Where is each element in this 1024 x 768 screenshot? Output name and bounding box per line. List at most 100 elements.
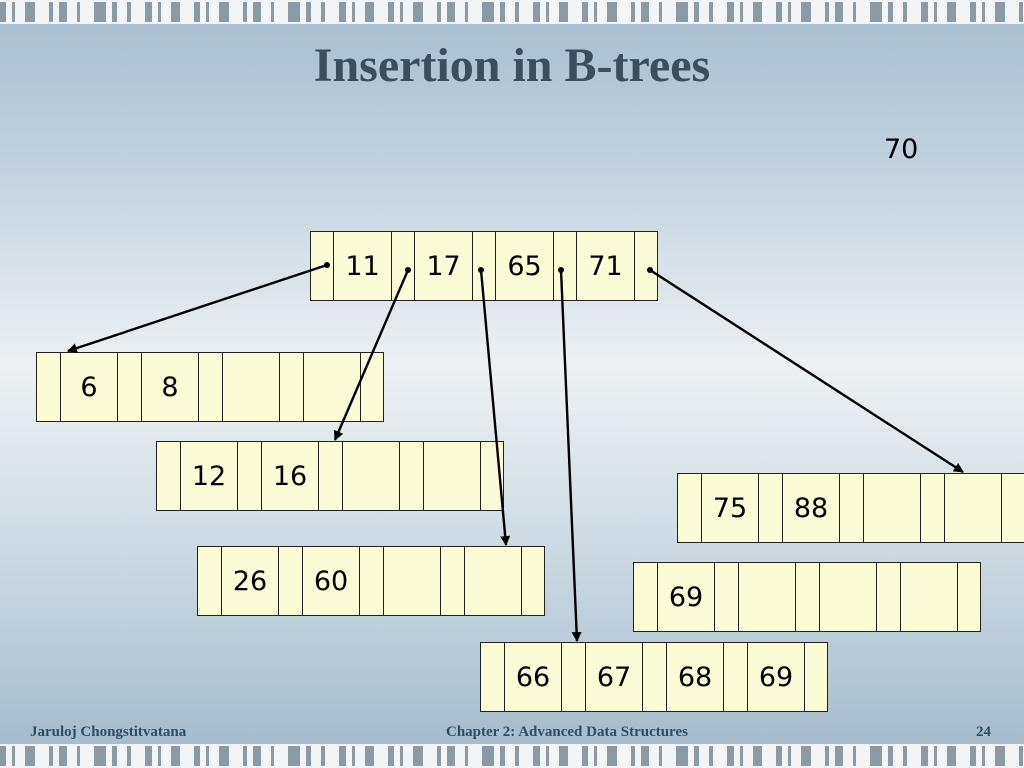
stripe-bar (631, 2, 635, 22)
stripe-bar (594, 2, 597, 22)
stripe-bar (934, 746, 937, 766)
stripe-bar (641, 746, 649, 766)
pointer-cell (635, 232, 658, 300)
stripe-bar (206, 2, 209, 22)
footer-chapter: Chapter 2: Advanced Data Structures (446, 724, 688, 740)
stripe-bar (145, 2, 152, 22)
stripe-bar (788, 2, 791, 22)
stripe-bar (546, 746, 549, 766)
pointer-cell (361, 353, 385, 421)
top-decorative-stripe (0, 0, 1024, 24)
stripe-bar (59, 2, 67, 22)
leaf-node-d: 66 67 68 69 (480, 642, 828, 712)
stripe-bar (870, 746, 882, 766)
stripe-bar (801, 2, 811, 22)
pointer-cell (37, 353, 61, 421)
stripe-bar (788, 746, 791, 766)
stripe-bar (388, 746, 394, 766)
stripe-bar (676, 746, 688, 766)
stripe-bar (194, 2, 200, 22)
stripe-bar (365, 746, 374, 766)
stripe-bar (947, 2, 956, 22)
key-cell (901, 563, 958, 631)
stripe-bar (921, 746, 928, 766)
key-cell: 69 (658, 563, 715, 631)
key-cell: 65 (496, 232, 554, 300)
stripe-bar (112, 2, 117, 22)
key-cell: 75 (702, 474, 759, 542)
stripe-bar (413, 2, 423, 22)
stripe-bar (447, 2, 455, 22)
stripe-bar (515, 2, 519, 22)
stripe-bar (835, 746, 843, 766)
stripe-bar (339, 2, 346, 22)
stripe-bar (194, 746, 200, 766)
stripe-bar (321, 746, 325, 766)
pointer-cell (840, 474, 864, 542)
inserting-key: 70 (884, 134, 919, 165)
stripe-bar (740, 746, 743, 766)
stripe-bar (145, 746, 152, 766)
pointer-cell (319, 442, 343, 510)
key-cell (465, 547, 522, 615)
stripe-bar (870, 2, 882, 22)
pointer-cell (118, 353, 142, 421)
footer-page-number: 24 (976, 724, 991, 740)
stripe-bar (94, 746, 106, 766)
pointer-cell (1002, 474, 1024, 542)
stripe-bar (253, 746, 261, 766)
stripe-bar (77, 2, 80, 22)
stripe-bar (12, 2, 15, 22)
root-node: 11 17 65 71 (310, 231, 658, 301)
key-cell (424, 442, 481, 510)
stripe-bar (465, 2, 468, 22)
key-cell: 67 (586, 643, 643, 711)
stripe-bar (982, 2, 985, 22)
key-cell: 26 (222, 547, 279, 615)
stripe-bar (659, 2, 662, 22)
pointer-cell (724, 643, 748, 711)
key-cell (343, 442, 400, 510)
stripe-bar (158, 746, 161, 766)
key-cell: 12 (181, 442, 238, 510)
stripe-bar (776, 2, 782, 22)
stripe-bar (835, 2, 843, 22)
stripe-bar (465, 746, 468, 766)
stripe-bar (253, 2, 261, 22)
stripe-bar (676, 2, 688, 22)
key-cell (304, 353, 361, 421)
stripe-bar (853, 746, 856, 766)
stripe-bar (288, 746, 300, 766)
pointer-cell (441, 547, 465, 615)
pointer-cell (481, 643, 505, 711)
stripe-bar (582, 746, 588, 766)
pointer-cell (279, 547, 303, 615)
stripe-bar (888, 746, 893, 766)
key-cell: 17 (415, 232, 473, 300)
key-cell (739, 563, 796, 631)
stripe-bar (112, 746, 117, 766)
pointer-cell (877, 563, 901, 631)
stripe-bar (594, 746, 597, 766)
stripe-bar (25, 2, 35, 22)
stripe-bar (400, 746, 403, 766)
stripe-bar (339, 746, 346, 766)
stripe-bar (271, 746, 274, 766)
leaf-node-c: 26 60 (197, 546, 545, 616)
stripe-bar (631, 746, 635, 766)
stripe-bar (288, 2, 300, 22)
key-cell (384, 547, 441, 615)
arrow-to-leaf-d (559, 269, 582, 642)
stripe-bar (482, 2, 494, 22)
stripe-bar (753, 2, 762, 22)
stripe-bar (533, 746, 540, 766)
stripe-bar (243, 2, 247, 22)
stripe-bar (970, 2, 976, 22)
stripe-bar (352, 746, 355, 766)
stripe-bar (853, 2, 856, 22)
pointer-cell (280, 353, 304, 421)
stripe-bar (127, 746, 131, 766)
stripe-bar (0, 746, 6, 766)
stripe-bar (533, 2, 540, 22)
pointer-cell (400, 442, 424, 510)
